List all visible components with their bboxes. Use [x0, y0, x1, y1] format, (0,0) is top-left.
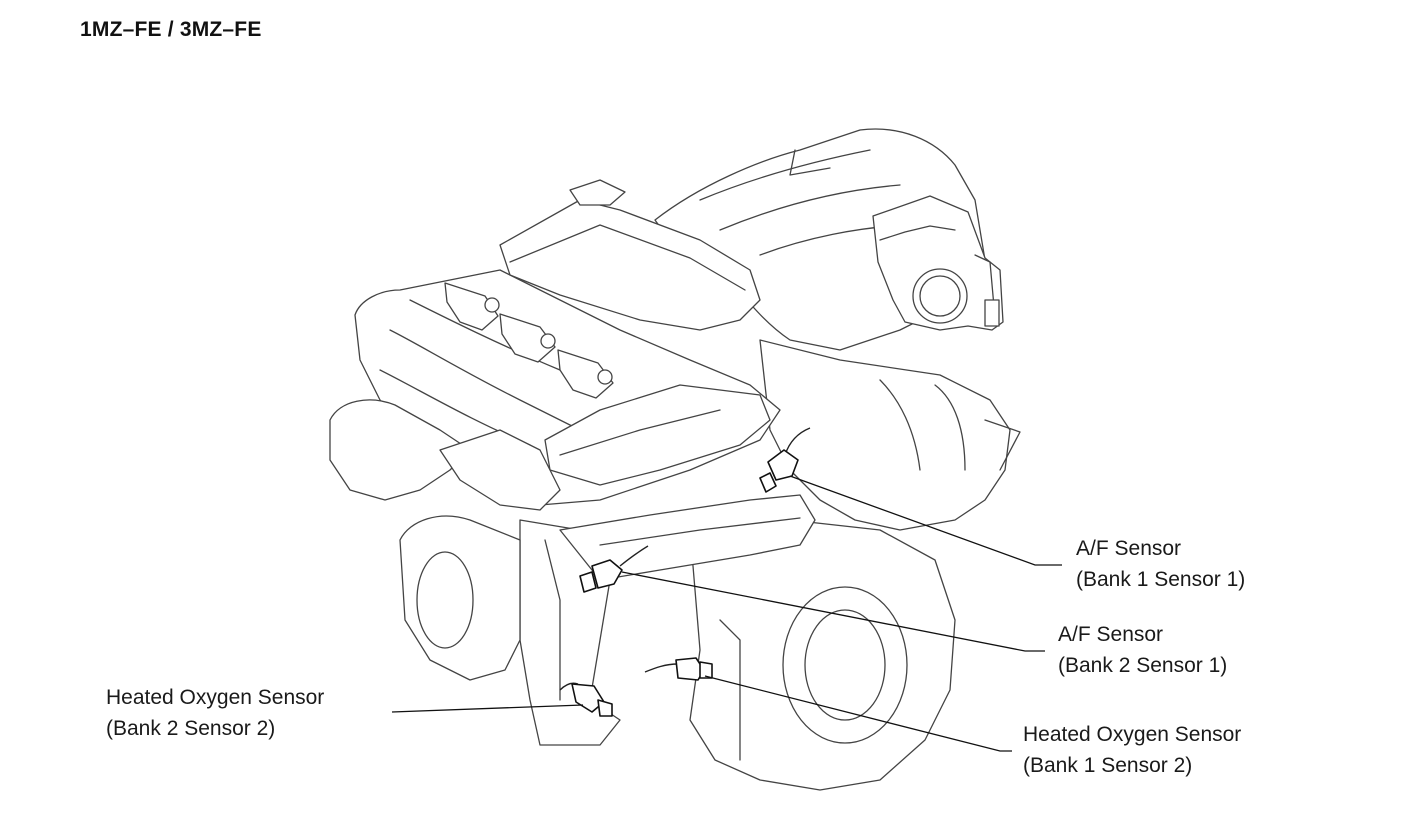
ho2-sensor-bank1-sensor2	[644, 657, 713, 681]
label-ho2-sensor-bank2-sensor2: Heated Oxygen Sensor (Bank 2 Sensor 2)	[106, 682, 324, 744]
leader-line-af-b2s1	[621, 571, 1045, 652]
throttle-body	[872, 195, 1004, 331]
label-line-sensor-position: (Bank 2 Sensor 1)	[1058, 654, 1228, 677]
engine-block-right	[689, 519, 956, 791]
label-line-sensor-name: Heated Oxygen Sensor	[106, 686, 325, 709]
af-sensor-bank2-sensor1	[579, 545, 649, 593]
label-ho2-sensor-bank1-sensor2: Heated Oxygen Sensor (Bank 1 Sensor 2)	[1023, 719, 1241, 781]
rear-cylinder-head	[759, 339, 1021, 531]
label-af-sensor-bank2-sensor1: A/F Sensor (Bank 2 Sensor 1)	[1058, 619, 1227, 681]
label-line-sensor-position: (Bank 1 Sensor 1)	[1076, 568, 1246, 591]
label-af-sensor-bank1-sensor1: A/F Sensor (Bank 1 Sensor 1)	[1076, 533, 1245, 595]
leader-line-ho2-b1s2	[704, 675, 1012, 752]
leader-line-af-b1s1	[789, 475, 1062, 566]
label-line-sensor-position: (Bank 2 Sensor 2)	[106, 717, 276, 740]
af-sensor-bank1-sensor1	[759, 427, 811, 493]
ho2-sensor-bank2-sensor2	[559, 682, 613, 717]
crossover-pipe	[559, 494, 816, 581]
label-line-sensor-name: Heated Oxygen Sensor	[1023, 723, 1242, 746]
label-line-sensor-name: A/F Sensor	[1058, 623, 1164, 646]
leader-line-ho2-b2s2	[391, 704, 584, 713]
upper-intake-cover	[499, 179, 771, 486]
label-line-sensor-position: (Bank 1 Sensor 2)	[1023, 754, 1193, 777]
engine-block-left	[399, 515, 521, 681]
diagram-title: 1MZ–FE / 3MZ–FE	[80, 18, 262, 41]
label-line-sensor-name: A/F Sensor	[1076, 537, 1182, 560]
